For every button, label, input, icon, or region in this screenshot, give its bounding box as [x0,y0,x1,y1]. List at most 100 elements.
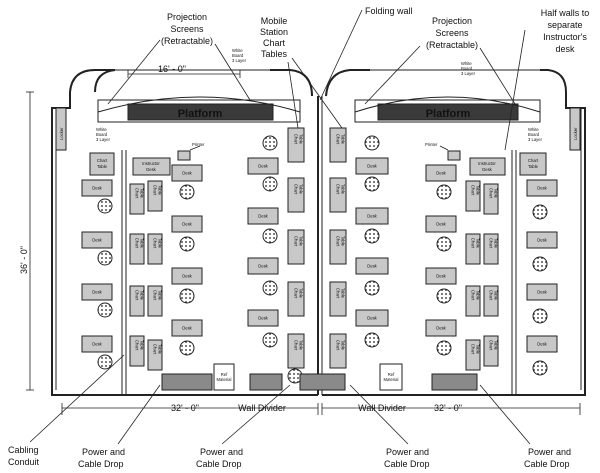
desk-label: Desk [258,264,268,269]
chart-table [329,229,347,265]
desk-label: Desk [182,274,192,279]
chart-table [129,285,145,317]
desk [247,157,279,175]
callout-folding-wall: Folding wall [319,6,413,101]
svg-text:White: White [461,61,472,66]
dimension-height: 36' - 0" [19,91,34,391]
chart-table-label: Table [158,238,163,249]
chart-table-label: Chart [294,236,299,247]
stool [436,288,452,304]
svg-text:Screens: Screens [435,28,469,38]
stool [179,288,195,304]
stool [262,135,278,151]
callout-cabling-conduit: Cabling Conduit [8,354,125,467]
svg-text:(Retractable): (Retractable) [161,36,213,46]
stool [364,228,380,244]
desk [171,319,203,337]
chart-table-label: Chart [153,290,158,301]
stool [364,332,380,348]
chart-table-label: Table [476,344,481,355]
chart-table [287,229,305,265]
instructor-desk-label: Desk [482,167,492,172]
chart-table [329,177,347,213]
chart-table [147,180,163,212]
stool [364,176,380,192]
chart-table [147,233,163,265]
desk-label: Desk [436,171,446,176]
chart-table-label: Table [97,164,108,169]
chart-table-label: Table [494,290,499,301]
chart-table-label: Chart [294,134,299,145]
callout-power-cable-1: Power and Cable Drop [78,384,161,469]
chart-table [329,281,347,317]
chart-table-label: Table [140,188,145,199]
desk-label: Desk [367,214,377,219]
chart-table-label: Chart [471,185,476,196]
chart-table-label: Chart [489,188,494,199]
desk [425,267,457,285]
svg-text:Board: Board [528,132,540,137]
desk-label: Desk [436,274,446,279]
top-dimension-label: 16' - 0" [158,64,186,74]
whiteboard-labels: White Board 3 Layer White Board 3 Layer … [96,48,543,142]
wall-divider-panel [299,373,346,391]
locker-label-left: Locker [59,127,64,140]
svg-text:Folding wall: Folding wall [365,6,413,16]
dimension-bottom: 32' - 0" 32' - 0" Wall Divider Wall Divi… [61,403,581,415]
chart-table [147,285,163,317]
svg-text:White: White [528,127,539,132]
chart-table-label: Table [494,238,499,249]
chart-table-label: Table [476,185,481,196]
chart-table-label: Chart [336,134,341,145]
svg-text:Conduit: Conduit [8,457,40,467]
platform-label-left: Platform [178,108,223,120]
chart-table-label: Chart [489,340,494,351]
stool [364,135,380,151]
svg-text:Chart: Chart [263,38,286,48]
desk [355,157,389,175]
svg-text:separate: separate [547,20,582,30]
stool [364,280,380,296]
chart-table [483,285,499,317]
chart-table-label: Table [299,184,304,195]
bottom-left-dimension: 32' - 0" [171,403,199,413]
stool [97,302,113,318]
chart-table-label: Chart [135,238,140,249]
desk-label: Desk [367,164,377,169]
stool [179,236,195,252]
chart-table-label: Chart [489,290,494,301]
desk-label: Desk [537,290,547,295]
locker-label-right: Locker [573,127,578,140]
callout-power-cable-4: Power and Cable Drop [479,384,571,469]
desk-label: Desk [258,214,268,219]
chart-table-label: Table [494,340,499,351]
svg-text:Board: Board [461,66,473,71]
desk [526,335,558,353]
svg-text:3 Layer: 3 Layer [232,58,247,63]
chart-table-label: Table [299,134,304,145]
stool [97,250,113,266]
chart-table-label: Table [341,184,346,195]
svg-text:Power and: Power and [386,447,429,457]
desk [425,164,457,182]
desk [526,231,558,249]
desk [526,283,558,301]
chart-table [483,233,499,265]
svg-text:Board: Board [96,132,108,137]
wall-divider-panel [431,373,478,391]
chart-table-label: Chart [528,158,539,163]
desk [247,309,279,327]
chart-table-label: Chart [471,238,476,249]
chart-table [147,339,163,371]
platform-left: Platform [97,96,301,123]
wall-divider-label-right: Wall Divider [358,403,406,413]
chart-table-label: Chart [135,340,140,351]
chart-table [483,183,499,215]
chart-table-label: Chart [336,288,341,299]
chart-table-label: Table [158,344,163,355]
instructor-desk-label: Desk [146,167,156,172]
desk-label: Desk [182,222,192,227]
chart-table [465,339,481,371]
callout-projection-screens-left: Projection Screens (Retractable) [107,12,251,105]
